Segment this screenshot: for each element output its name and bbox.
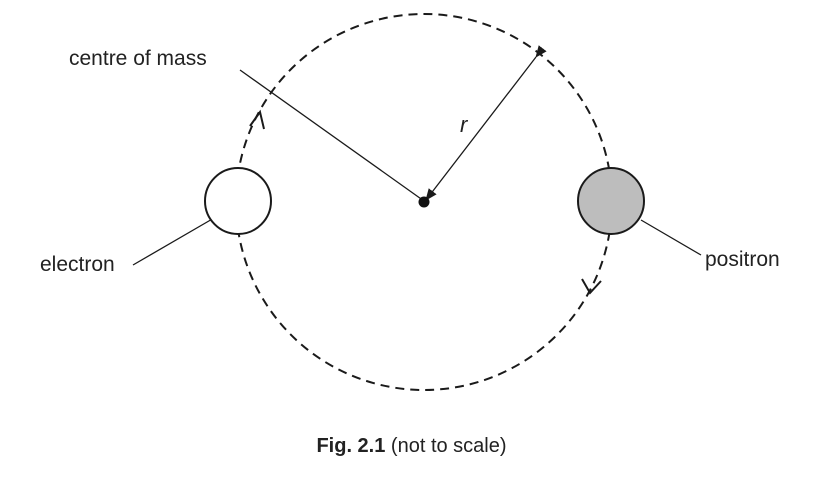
positron-label: positron [705,248,780,271]
electron-particle [204,167,272,235]
centre-of-mass-leader [239,69,425,202]
positron-particle [577,167,645,235]
figure-caption: Fig. 2.1 (not to scale) [0,435,823,458]
radius-label: r [460,112,468,137]
figure-note: (not to scale) [390,435,507,457]
figure-number: Fig. 2.1 [316,435,386,457]
direction-arrow-down [581,278,602,295]
direction-arrow-up [249,109,265,130]
centre-of-mass-dot [418,196,430,208]
electron-leader [132,217,215,266]
radius-arrow [425,45,547,201]
electron-label: electron [40,253,115,276]
centre-of-mass-label: centre of mass [69,47,207,70]
positron-leader [640,219,702,256]
